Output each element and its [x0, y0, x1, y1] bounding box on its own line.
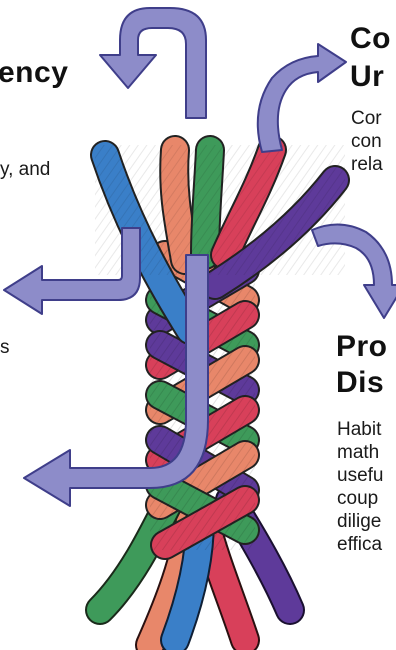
fluency-body-fragment: y, and [0, 158, 50, 181]
productive-body-line: Habit [337, 418, 383, 441]
conceptual-body-line: Cor [351, 107, 383, 130]
productive-body-line: effica [337, 533, 383, 556]
productive-body-line: usefu [337, 464, 383, 487]
left-body-fragment: s [0, 336, 10, 359]
arrow-icon [100, 8, 206, 118]
conceptual-body: Cor con rela [351, 107, 383, 176]
productive-heading-line1: Pro [336, 330, 388, 364]
arrow-icon [258, 44, 346, 152]
productive-body-line: coup [337, 487, 383, 510]
conceptual-body-line: rela [351, 153, 383, 176]
productive-body-line: math [337, 441, 383, 464]
conceptual-heading-line2: Ur [350, 60, 384, 94]
productive-heading-line2: Dis [336, 366, 384, 400]
rope-strands-icon [95, 145, 345, 645]
fluency-heading: ency [0, 56, 68, 90]
productive-body-line: dilige [337, 510, 383, 533]
conceptual-heading-line1: Co [350, 22, 391, 56]
productive-body: Habit math usefu coup dilige effica [337, 418, 383, 556]
conceptual-body-line: con [351, 130, 383, 153]
